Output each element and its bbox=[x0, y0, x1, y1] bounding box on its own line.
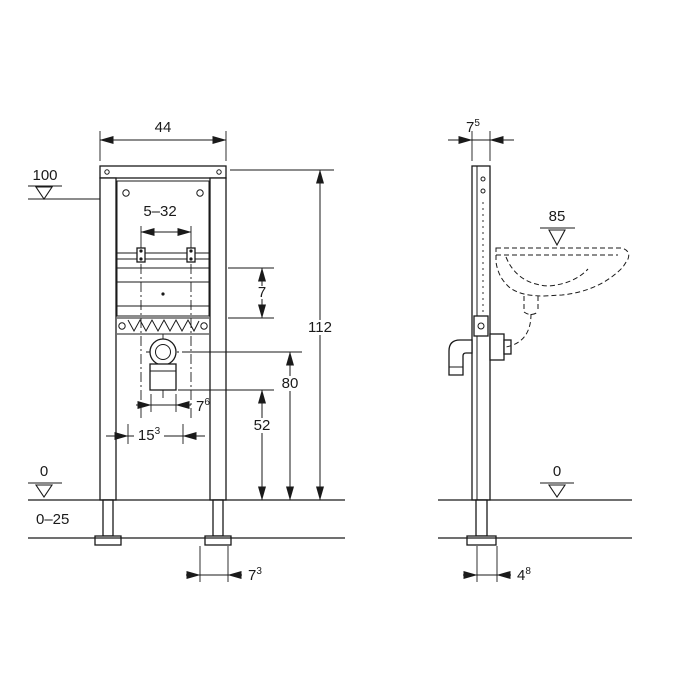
level-label-85: 85 bbox=[549, 208, 566, 225]
inner-panel bbox=[116, 180, 210, 317]
dim-label-7: 7 bbox=[258, 284, 266, 301]
drain-socket-outer bbox=[149, 338, 177, 366]
dim-label-5-32: 5–32 bbox=[143, 203, 176, 220]
right-foot-plate bbox=[204, 535, 232, 546]
dim-drain-width: 76 bbox=[136, 394, 210, 415]
level-marker-85: 85 bbox=[540, 208, 575, 247]
fixing-bolt bbox=[136, 247, 146, 263]
dim-width-44: 44 bbox=[99, 119, 227, 161]
dim-label-76: 76 bbox=[196, 397, 210, 415]
washbasin-drain-connector bbox=[505, 313, 532, 348]
dim-foot-depth: 73 bbox=[186, 546, 262, 584]
dim-height-52: 52 bbox=[178, 389, 274, 501]
profile-hole-icon bbox=[480, 188, 486, 194]
dim-height-80: 80 bbox=[182, 351, 303, 501]
rail-screw-icon bbox=[200, 322, 208, 330]
fixing-bolt bbox=[186, 247, 196, 263]
dim-label-112: 112 bbox=[308, 319, 332, 336]
panel-screw-icon bbox=[122, 189, 130, 197]
washbasin-tailpiece bbox=[523, 296, 539, 315]
right-leg bbox=[212, 499, 224, 537]
crossbar-mark bbox=[161, 292, 165, 296]
level-marker-100: 100 bbox=[28, 167, 100, 200]
mounting-bracket bbox=[489, 333, 505, 361]
level-triangle-icon bbox=[34, 484, 54, 498]
dim-label-80: 80 bbox=[282, 375, 299, 392]
dim-offset-7: 7 bbox=[228, 267, 274, 319]
side-view: 75 85 0 48 bbox=[438, 118, 632, 584]
dim-pipe-spacing: 153 bbox=[106, 424, 205, 444]
level-triangle-icon bbox=[548, 229, 566, 247]
level-triangle-icon bbox=[547, 484, 567, 498]
level-triangle-icon bbox=[34, 186, 54, 200]
level-marker-0-left: 0 bbox=[28, 463, 62, 498]
profile-hole-icon bbox=[480, 176, 486, 182]
frame-left-upright bbox=[99, 177, 117, 501]
dim-height-112: 112 bbox=[230, 169, 336, 501]
floor-buildup-label: 0–25 bbox=[36, 511, 69, 528]
level-label-0-right: 0 bbox=[553, 463, 561, 480]
level-marker-0-right: 0 bbox=[540, 463, 574, 498]
frame-right-upright bbox=[209, 177, 227, 501]
left-leg bbox=[102, 499, 114, 537]
side-leg bbox=[475, 499, 488, 537]
rail-hole-icon bbox=[477, 322, 485, 330]
rail-screw-icon bbox=[118, 322, 126, 330]
dim-profile-depth: 75 bbox=[448, 118, 514, 161]
dim-label-75: 75 bbox=[466, 118, 480, 136]
dim-foot-offset: 48 bbox=[463, 546, 531, 584]
screw-hole-icon bbox=[104, 169, 110, 175]
dim-label-153: 153 bbox=[138, 426, 161, 444]
level-label-0-left: 0 bbox=[40, 463, 48, 480]
dim-label-44: 44 bbox=[155, 119, 172, 136]
washbasin-outline bbox=[495, 247, 630, 348]
washbasin-bowl-curve bbox=[505, 256, 589, 287]
support-rail-serration bbox=[127, 318, 200, 333]
support-rail bbox=[117, 317, 209, 335]
panel-screw-icon bbox=[196, 189, 204, 197]
trap-elbow bbox=[448, 339, 473, 376]
side-foot-plate bbox=[466, 535, 497, 546]
dim-label-48: 48 bbox=[517, 566, 531, 584]
dim-label-52: 52 bbox=[254, 417, 271, 434]
dim-adjust-range: 5–32 bbox=[140, 203, 192, 246]
front-view: 44 5–32 7 112 80 bbox=[28, 119, 345, 584]
middle-crossbar bbox=[117, 281, 209, 307]
frame-top-bar bbox=[99, 165, 227, 179]
rail-cross-section bbox=[473, 315, 489, 337]
dim-label-73: 73 bbox=[248, 566, 262, 584]
drain-socket-inner bbox=[155, 344, 171, 360]
left-foot-plate bbox=[94, 535, 122, 546]
screw-hole-icon bbox=[216, 169, 222, 175]
level-label-100: 100 bbox=[32, 167, 57, 184]
drain-connection-box bbox=[149, 363, 177, 391]
